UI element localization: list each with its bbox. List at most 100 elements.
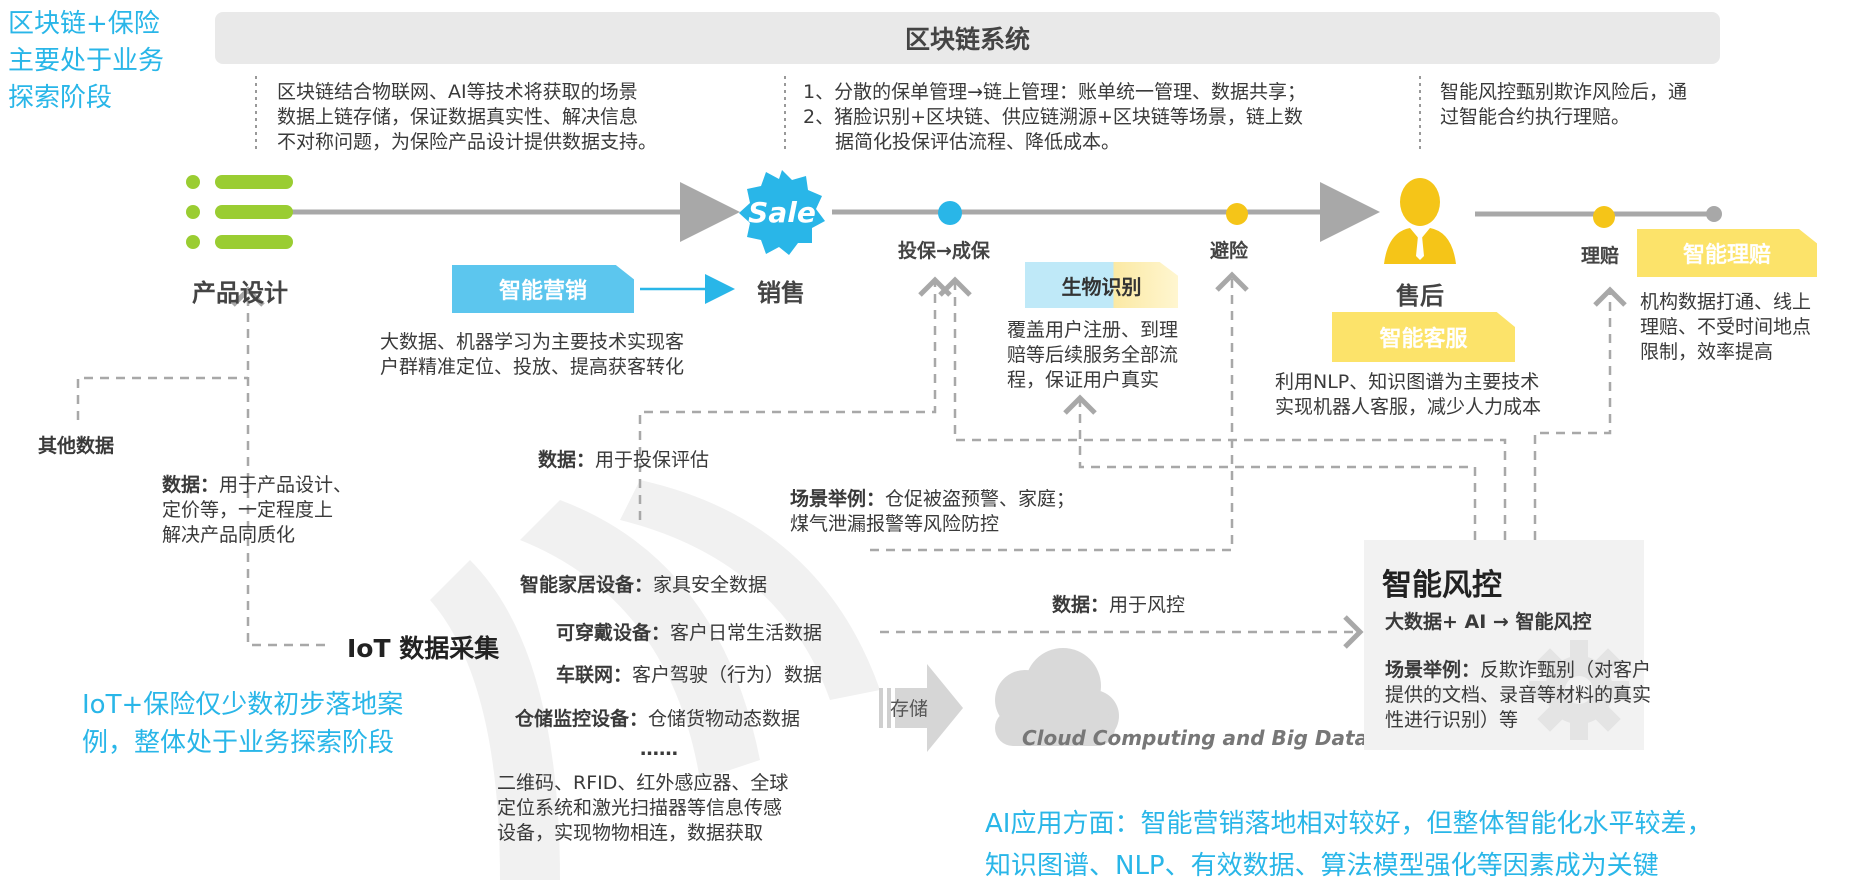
underwriting-data-note: 数据：用于投保评估 <box>538 448 709 473</box>
note-line: 解决产品同质化 <box>162 524 296 546</box>
customer-service-person-icon <box>1384 178 1456 264</box>
cloud-computing-label: Cloud Computing and Big Data <box>1022 726 1369 750</box>
ai-application-note: AI应用方面：智能营销落地相对较好，但整体智能化水平较差， 知识图谱、NLP、有… <box>985 803 1712 887</box>
note-text: 用于投保评估 <box>595 449 710 471</box>
iot-device-warehouse: 仓储监控设备：仓储货物动态数据 <box>515 707 800 732</box>
data-label: 数据： <box>162 474 220 496</box>
stage-underwriting: 投保→成保 <box>898 240 990 262</box>
desc-line: 机构数据打通、线上 <box>1640 291 1812 313</box>
device-label: 智能家居设备： <box>520 574 654 596</box>
note-line: 提供的文档、录音等材料的真实 <box>1385 684 1652 706</box>
note-line: 数据上链存储，保证数据真实性、解决信息 <box>277 106 639 128</box>
cloud-icon <box>995 648 1119 746</box>
risk-control-scenario: 场景举例：反欺诈甄别（对客户 提供的文档、录音等材料的真实 性进行识别）等 <box>1385 658 1651 733</box>
tag-label: 生物 <box>1061 274 1102 299</box>
iot-device-vehicle: 车联网：客户驾驶（行为）数据 <box>556 663 822 688</box>
sale-badge-icon: Sale <box>737 168 827 258</box>
risk-avoid-node <box>1226 203 1248 225</box>
risk-control-panel <box>1364 540 1644 750</box>
timeline-end-node <box>1706 206 1722 222</box>
desc-line: 实现机器人客服，减少人力成本 <box>1275 396 1542 418</box>
device-text: 客户驾驶（行为）数据 <box>632 664 823 686</box>
desc-line: 大数据、机器学习为主要技术实现客 <box>380 331 685 353</box>
risk-data-note: 数据：用于风控 <box>1052 593 1185 618</box>
tag-label: 智能理赔 <box>1682 243 1771 268</box>
smart-service-tag: 智能客服 <box>1332 312 1515 362</box>
desc-line: 利用NLP、知识图谱为主要技术 <box>1275 371 1540 393</box>
blockchain-note-claims: 智能风控甄别欺诈风险后，通 过智能合约执行理赔。 <box>1440 80 1687 130</box>
blockchain-stage-note: 区块链+保险 主要处于业务 探索阶段 <box>8 6 164 117</box>
service-description: 利用NLP、知识图谱为主要技术 实现机器人客服，减少人力成本 <box>1275 370 1541 420</box>
tag-label: 智能客服 <box>1379 327 1468 352</box>
note-line: 仓促被盗预警、家庭； <box>885 488 1076 510</box>
note-line: 知识图谱、NLP、有效数据、算法模型强化等因素成为关键 <box>985 851 1659 881</box>
desc-line: 覆盖用户注册、到理 <box>1007 319 1179 341</box>
iot-ellipsis: …… <box>640 738 678 760</box>
data-label: 数据： <box>538 449 596 471</box>
underwriting-node <box>938 201 962 225</box>
marketing-description: 大数据、机器学习为主要技术实现客 户群精准定位、投放、提高获客转化 <box>380 330 684 380</box>
stage-claims: 理赔 <box>1581 245 1620 267</box>
note-line: 区块链结合物联网、AI等技术将获取的场景 <box>277 81 638 103</box>
data-label: 数据： <box>1052 594 1110 616</box>
risk-control-subtitle: 大数据+ AI → 智能风控 <box>1385 611 1592 633</box>
data-label: 场景举例： <box>1385 659 1481 681</box>
gear-icon <box>1529 640 1629 740</box>
banner-title: 区块链系统 <box>904 25 1030 54</box>
note-line: 过智能合约执行理赔。 <box>1440 106 1631 128</box>
biometric-description: 覆盖用户注册、到理 赔等后续服务全部流 程，保证用户真实 <box>1007 318 1178 393</box>
iot-device-wearable: 可穿戴设备：客户日常生活数据 <box>556 621 822 646</box>
device-label: 车联网： <box>556 664 633 686</box>
note-line: 定价等，一定程度上 <box>162 499 334 521</box>
note-line: 煤气泄漏报警等风险防控 <box>790 513 1000 535</box>
product-list-icon <box>186 175 293 249</box>
note-line: 1、分散的保单管理→链上管理：账单统一管理、数据共享； <box>803 81 1307 103</box>
storage-label: 存储 <box>890 698 929 720</box>
tag-label: 智能营销 <box>498 279 587 304</box>
desc-line: 赔等后续服务全部流 <box>1007 344 1179 366</box>
note-line: 2、猪脸识别+区块链、供应链溯源+区块链等场景，链上数 <box>803 106 1303 128</box>
other-data-label: 其他数据 <box>38 435 115 457</box>
smart-marketing-tag: 智能营销 <box>452 265 634 313</box>
desc-line: 程，保证用户真实 <box>1007 369 1160 391</box>
note-line: 例，整体处于业务探索阶段 <box>82 728 395 758</box>
stage-after-sales: 售后 <box>1396 282 1444 310</box>
desc-line: 设备，实现物物相连，数据获取 <box>497 822 764 844</box>
iot-title: IoT 数据采集 <box>347 634 500 663</box>
tag-label: 识别 <box>1101 274 1142 299</box>
blockchain-system-banner: 区块链系统 <box>215 12 1720 64</box>
iot-device-smart-home: 智能家居设备：家具安全数据 <box>520 573 767 598</box>
desc-line: 二维码、RFID、红外感应器、全球 <box>497 772 789 794</box>
note-line: 探索阶段 <box>8 83 113 113</box>
note-text: 用于风控 <box>1109 594 1186 616</box>
claims-node <box>1593 206 1615 228</box>
sale-badge-text: Sale <box>748 196 816 229</box>
note-line: 用于产品设计、 <box>219 474 353 496</box>
desc-line: 限制，效率提高 <box>1640 341 1774 363</box>
device-label: 可穿戴设备： <box>556 622 671 644</box>
smart-claims-tag: 智能理赔 <box>1637 229 1817 277</box>
device-text: 仓储货物动态数据 <box>648 708 801 730</box>
claims-description: 机构数据打通、线上 理赔、不受时间地点 限制，效率提高 <box>1640 290 1811 365</box>
iot-stage-note: IoT+保险仅少数初步落地案 例，整体处于业务探索阶段 <box>82 686 403 762</box>
biometric-tag: 生物识别 <box>1025 262 1178 308</box>
desc-line: 户群精准定位、投放、提高获客转化 <box>380 356 685 378</box>
note-line: AI应用方面：智能营销落地相对较好，但整体智能化水平较差， <box>985 809 1713 839</box>
stage-sales: 销售 <box>757 279 805 307</box>
stage-product-design: 产品设计 <box>192 279 288 307</box>
note-line: 区块链+保险 <box>8 9 160 39</box>
note-line: 反欺诈甄别（对客户 <box>1480 659 1652 681</box>
device-text: 家具安全数据 <box>653 574 768 596</box>
scenario-example-note: 场景举例：仓促被盗预警、家庭； 煤气泄漏报警等风险防控 <box>790 487 1075 537</box>
note-line: 据简化投保评估流程、降低成本。 <box>835 131 1121 153</box>
iot-description: 二维码、RFID、红外感应器、全球 定位系统和激光扫描器等信息传感 设备，实现物… <box>497 771 788 846</box>
desc-line: 理赔、不受时间地点 <box>1640 316 1812 338</box>
note-line: IoT+保险仅少数初步落地案 <box>82 690 404 720</box>
device-text: 客户日常生活数据 <box>670 622 823 644</box>
blockchain-note-underwriting: 1、分散的保单管理→链上管理：账单统一管理、数据共享； 2、猪脸识别+区块链、供… <box>803 80 1306 155</box>
desc-line: 定位系统和激光扫描器等信息传感 <box>497 797 783 819</box>
device-label: 仓储监控设备： <box>515 708 649 730</box>
product-data-note: 数据：用于产品设计、 定价等，一定程度上 解决产品同质化 <box>162 473 352 548</box>
